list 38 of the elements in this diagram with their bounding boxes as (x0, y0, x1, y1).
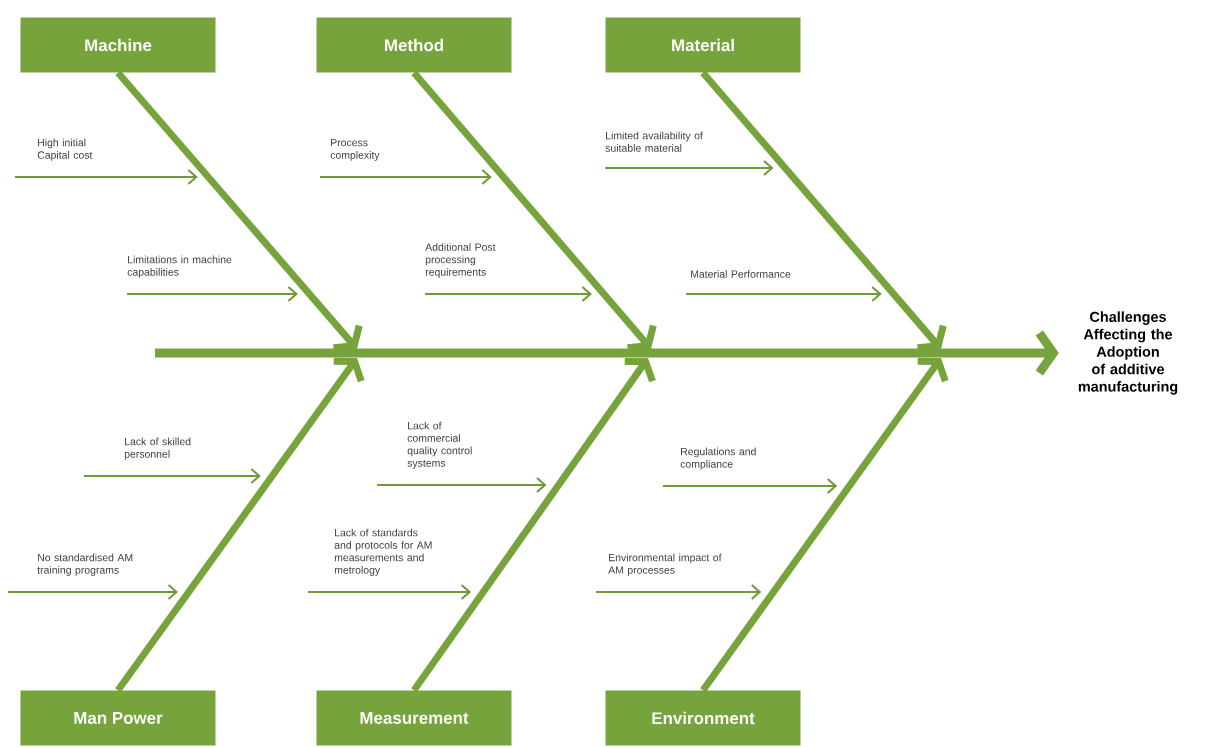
cause-label: Process complexity (330, 139, 380, 161)
arrow (604, 160, 774, 176)
cause-label: Lack of skilled personnel (124, 437, 191, 460)
arrow (424, 286, 592, 302)
spine-arrow (155, 330, 1059, 376)
cause-label: Material Performance (691, 270, 791, 278)
cause-label: Additional Post processing requirements (425, 243, 496, 278)
arrow (126, 286, 298, 302)
category-box: Machine (20, 17, 216, 73)
arrow (83, 468, 261, 484)
bone-arrow (115, 357, 365, 693)
cause-label: Limitations in machine capabilities (127, 255, 232, 278)
arrow (376, 477, 547, 493)
arrow (685, 286, 882, 302)
bone-arrow (700, 70, 947, 352)
cause-label: Limited availability of suitable material (605, 131, 703, 152)
cause-label: High initial Capital cost (37, 138, 93, 161)
bone-arrow (700, 357, 949, 693)
category-box: Method (316, 17, 512, 73)
cause-label: Lack of standards and protocols for AM measurements and metrology (334, 528, 432, 576)
bone-arrow (115, 70, 363, 352)
arrow (307, 584, 472, 600)
bone-arrow (411, 358, 656, 693)
arrow (14, 169, 198, 185)
bone-arrow (411, 70, 657, 352)
arrow (319, 169, 492, 185)
category-box: Material (605, 17, 801, 73)
cause-label: Lack of commercial quality control systems (407, 421, 472, 469)
cause-label: Environmental impact of AM processes (608, 553, 722, 576)
cause-label: No standardised AM training programs (37, 553, 133, 576)
effect-label: Challenges Affecting the Adoption of additive manufacturing (1078, 311, 1178, 395)
arrow (595, 584, 762, 600)
arrow (662, 478, 838, 494)
category-box: Man Power (20, 690, 216, 746)
cause-label: Regulations and compliance (680, 447, 756, 470)
category-box: Measurement (316, 690, 512, 746)
category-box: Environment (605, 690, 801, 746)
arrow (7, 584, 178, 600)
